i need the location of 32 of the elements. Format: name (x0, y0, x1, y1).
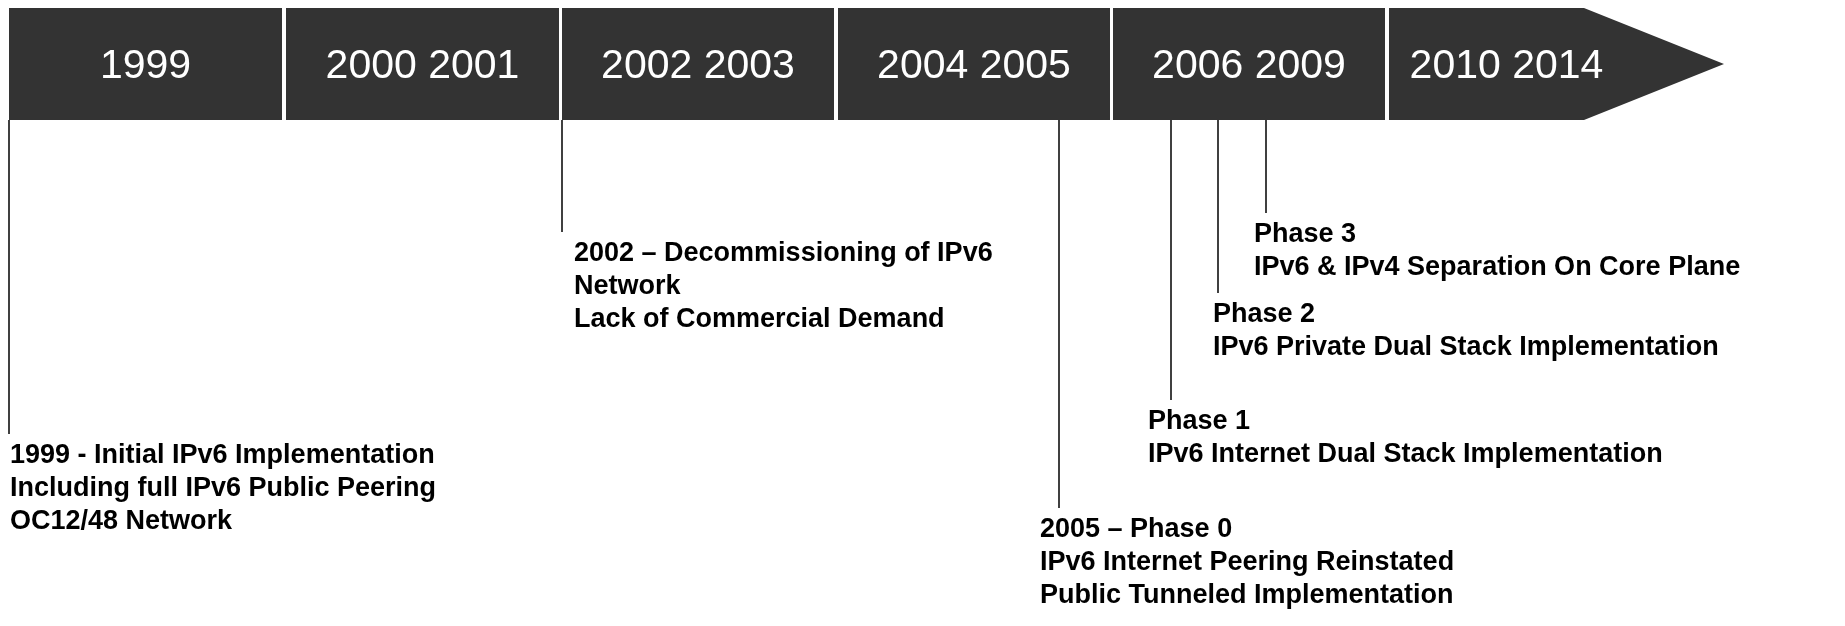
year-label: 2004 2005 (877, 40, 1071, 88)
timeline-segment (286, 8, 559, 120)
milestone-detail: Lack of Commercial Demand (574, 302, 946, 335)
leader-line (1265, 119, 1267, 214)
milestone-detail: OC12/48 Network (10, 504, 234, 537)
milestone-heading: 2005 – Phase 0 (1040, 512, 1234, 545)
leader-line (1170, 119, 1172, 401)
timeline-segment (9, 8, 282, 120)
milestone-detail: IPv6 Internet Dual Stack Implementation (1148, 437, 1663, 470)
year-label: 2000 2001 (325, 40, 520, 88)
year-label: 2002 2003 (601, 40, 795, 88)
milestone-detail: IPv6 Internet Peering Reinstated (1040, 545, 1455, 578)
leader-line (8, 119, 10, 435)
year-label: 1999 (99, 40, 192, 88)
leader-line (561, 119, 563, 233)
year-label: 2010 2014 (1409, 40, 1604, 88)
milestone-detail: Including full IPv6 Public Peering (10, 471, 437, 504)
milestone-heading: 1999 - Initial IPv6 Implementation (10, 438, 436, 471)
leader-line (1217, 119, 1219, 294)
timeline-segment (838, 8, 1110, 120)
milestone-heading: Phase 2 (1213, 297, 1317, 330)
timeline-segment (1113, 8, 1385, 120)
milestone-heading: 2002 – Decommissioning of IPv6 Network (574, 236, 994, 302)
milestone-detail: Public Tunneled Implementation (1040, 578, 1455, 611)
milestone-detail: IPv6 Private Dual Stack Implementation (1213, 330, 1719, 363)
milestone-detail: IPv6 & IPv4 Separation On Core Plane (1254, 250, 1741, 283)
leader-line (1058, 119, 1060, 509)
year-label: 2006 2009 (1152, 40, 1346, 88)
milestone-heading: Phase 3 (1254, 217, 1358, 250)
timeline-segment (562, 8, 834, 120)
milestone-heading: Phase 1 (1148, 404, 1252, 437)
timeline-arrow-segment (1389, 8, 1724, 120)
